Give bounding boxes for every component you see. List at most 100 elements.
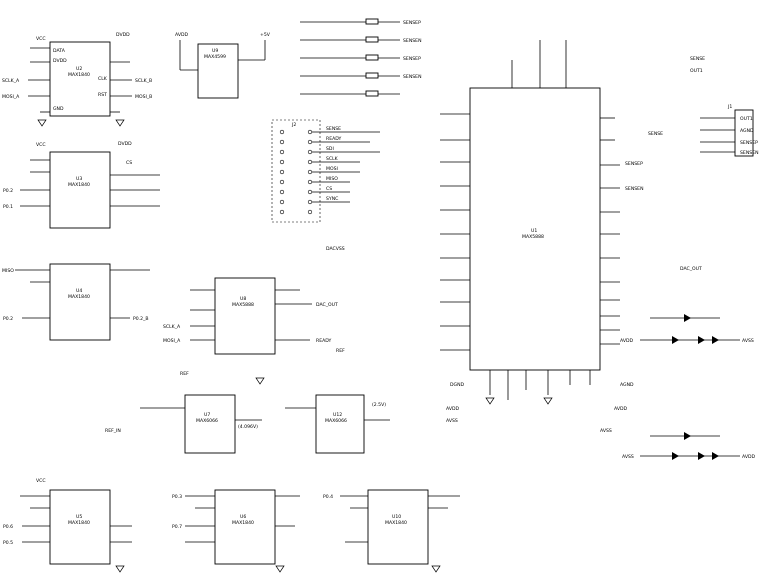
net-sensen-r: SENSEN (625, 186, 644, 192)
u2-pin-gnd: GND (53, 106, 64, 112)
net-avss-b: AVSS (446, 418, 458, 424)
ic-u4: U4 MAX1840 MISO P0.2 P0.2_B (2, 263, 150, 341)
net-sensen-2: SENSEN (403, 74, 422, 80)
label-p05: P0.5 (3, 540, 13, 546)
label-p02b: P0.2_B (133, 316, 149, 322)
u6-ref: U6 (240, 514, 246, 520)
jumper-bank: J2 SENSE READY SDI SCLK MOSI MISO CS SYN… (271, 119, 380, 223)
net-vcc-u5: VCC (36, 478, 46, 484)
label-mosi-b: MOSI_B (135, 94, 152, 100)
net-5v-u9: +5V (260, 32, 271, 38)
net-sensep-2: SENSEP (403, 56, 421, 62)
u4-ref: U4 (76, 288, 82, 294)
net-avdd-b: AVDD (446, 406, 460, 412)
net-ready-j: READY (326, 136, 342, 142)
u9-part: MAX4599 (204, 54, 226, 60)
net-miso-j: MISO (326, 176, 338, 182)
ic-u2: U2 MAX1840 DATA DVDD GND CLK RST SCLK_A … (2, 32, 152, 117)
net-dacout-r: DAC_OUT (680, 266, 702, 272)
label-j2: J2 (291, 122, 296, 128)
u10-ref: U10 (392, 514, 401, 520)
net-25: (2.5V) (372, 402, 386, 408)
label-sclk-a: SCLK_A (2, 78, 20, 84)
u10-part: MAX1840 (385, 520, 407, 526)
label-j1: J1 (727, 104, 732, 110)
net-ref: REF (336, 348, 345, 354)
label-mosi-u8: MOSI_A (163, 338, 181, 344)
net-avss-d1: AVSS (742, 338, 754, 344)
ic-u6: U6 MAX1840 P0.3 P0.7 (172, 489, 300, 565)
net-dgnd: DGND (450, 382, 465, 388)
net-sclk-j: SCLK (326, 156, 339, 162)
label-p02: P0.2 (3, 188, 13, 194)
ic-u1: U1 MAX5888 (440, 40, 620, 400)
bottom-power: DGND AGND AVDD AVDD AVSS AVSS REF REF_IN… (105, 246, 702, 434)
u12-ref: U12 (333, 412, 342, 418)
label-ref-in: REF_IN (105, 428, 121, 434)
ic-u7: U7 MAX6066 (4.096V) (140, 394, 262, 454)
net-agnd: AGND (620, 382, 634, 388)
u8-ref: U8 (240, 296, 246, 302)
output-connector: J1 OUT1 AGND SENSEP SENSEN SENSE OUT1 SE… (625, 56, 759, 192)
net-outp-top: OUT1 (690, 68, 703, 74)
ic-u12: U12 MAX6066 (2.5V) (285, 394, 390, 454)
net-sdi-j: SDI (326, 146, 334, 152)
net-agnd-out: AGND (740, 128, 754, 134)
net-vcc-u2: VCC (36, 36, 46, 42)
u2-pin-clk: CLK (98, 76, 108, 82)
net-sensep-r: SENSEP (625, 161, 643, 167)
sense-ladder: SENSEP SENSEN SENSEP SENSEN (300, 18, 422, 97)
net-vcc-u3: VCC (36, 142, 46, 148)
u2-pin-rst: RST (98, 92, 107, 98)
net-dvdd-u3: DVDD (118, 141, 132, 147)
ic-u10: U10 MAX1840 P0.4 (323, 489, 460, 565)
diode-strings: AVDD AVSS AVSS AVDD (620, 314, 756, 460)
u7-ref: U7 (204, 412, 210, 418)
net-sense-j: SENSE (326, 126, 341, 132)
u5-part: MAX1840 (68, 520, 90, 526)
net-avss-d2: AVSS (622, 454, 634, 460)
u7-part: MAX6066 (196, 418, 218, 424)
net-avdd-d2: AVDD (742, 454, 756, 460)
label-p06: P0.6 (3, 524, 13, 530)
net-cs: CS (126, 160, 132, 166)
net-avdd-c: AVDD (614, 406, 628, 412)
ic-u9: U9 MAX4599 AVDD +5V (175, 32, 271, 99)
label-sclk-b: SCLK_B (135, 78, 152, 84)
net-sensen-1: SENSEN (403, 38, 422, 44)
net-avdd-d1: AVDD (620, 338, 634, 344)
u12-part: MAX6066 (325, 418, 347, 424)
u2-pin-dvdd: DVDD (53, 58, 67, 64)
net-dacvss: DACVSS (326, 246, 345, 252)
net-mosi-j: MOSI (326, 166, 338, 172)
net-sense-mid: SENSE (648, 131, 663, 137)
net-sync-j: SYNC (326, 196, 338, 202)
u1-ref: U1 (531, 228, 537, 234)
label-sclk-u8: SCLK_A (163, 324, 181, 330)
u2-ref: U2 (76, 66, 82, 72)
ground-symbols (37, 119, 553, 573)
u5-ref: U5 (76, 514, 82, 520)
label-p02-u4: P0.2 (3, 316, 13, 322)
label-p01: P0.1 (3, 204, 13, 210)
ic-u3: U3 MAX1840 P0.2 P0.1 VCC DVDD CS (3, 141, 160, 229)
net-out1: OUT1 (740, 116, 753, 122)
ic-u8: U8 MAX5888 SCLK_A MOSI_A DAC_OUT READY (163, 277, 338, 355)
net-ready: READY (316, 338, 332, 344)
label-miso: MISO (2, 268, 14, 274)
label-p04: P0.4 (323, 494, 333, 500)
u1-part: MAX5888 (522, 234, 544, 240)
net-refin: REF (180, 371, 189, 377)
label-p07: P0.7 (172, 524, 182, 530)
u4-part: MAX1840 (68, 294, 90, 300)
net-sensep-out: SENSEP (740, 140, 758, 146)
net-dvdd-u2: DVDD (116, 32, 130, 38)
u2-part: MAX1840 (68, 72, 90, 78)
net-cs-j: CS (326, 186, 332, 192)
net-avss-c: AVSS (600, 428, 612, 434)
net-dac-out: DAC_OUT (316, 302, 338, 308)
label-mosi-a: MOSI_A (2, 94, 20, 100)
u9-ref: U9 (212, 48, 218, 54)
